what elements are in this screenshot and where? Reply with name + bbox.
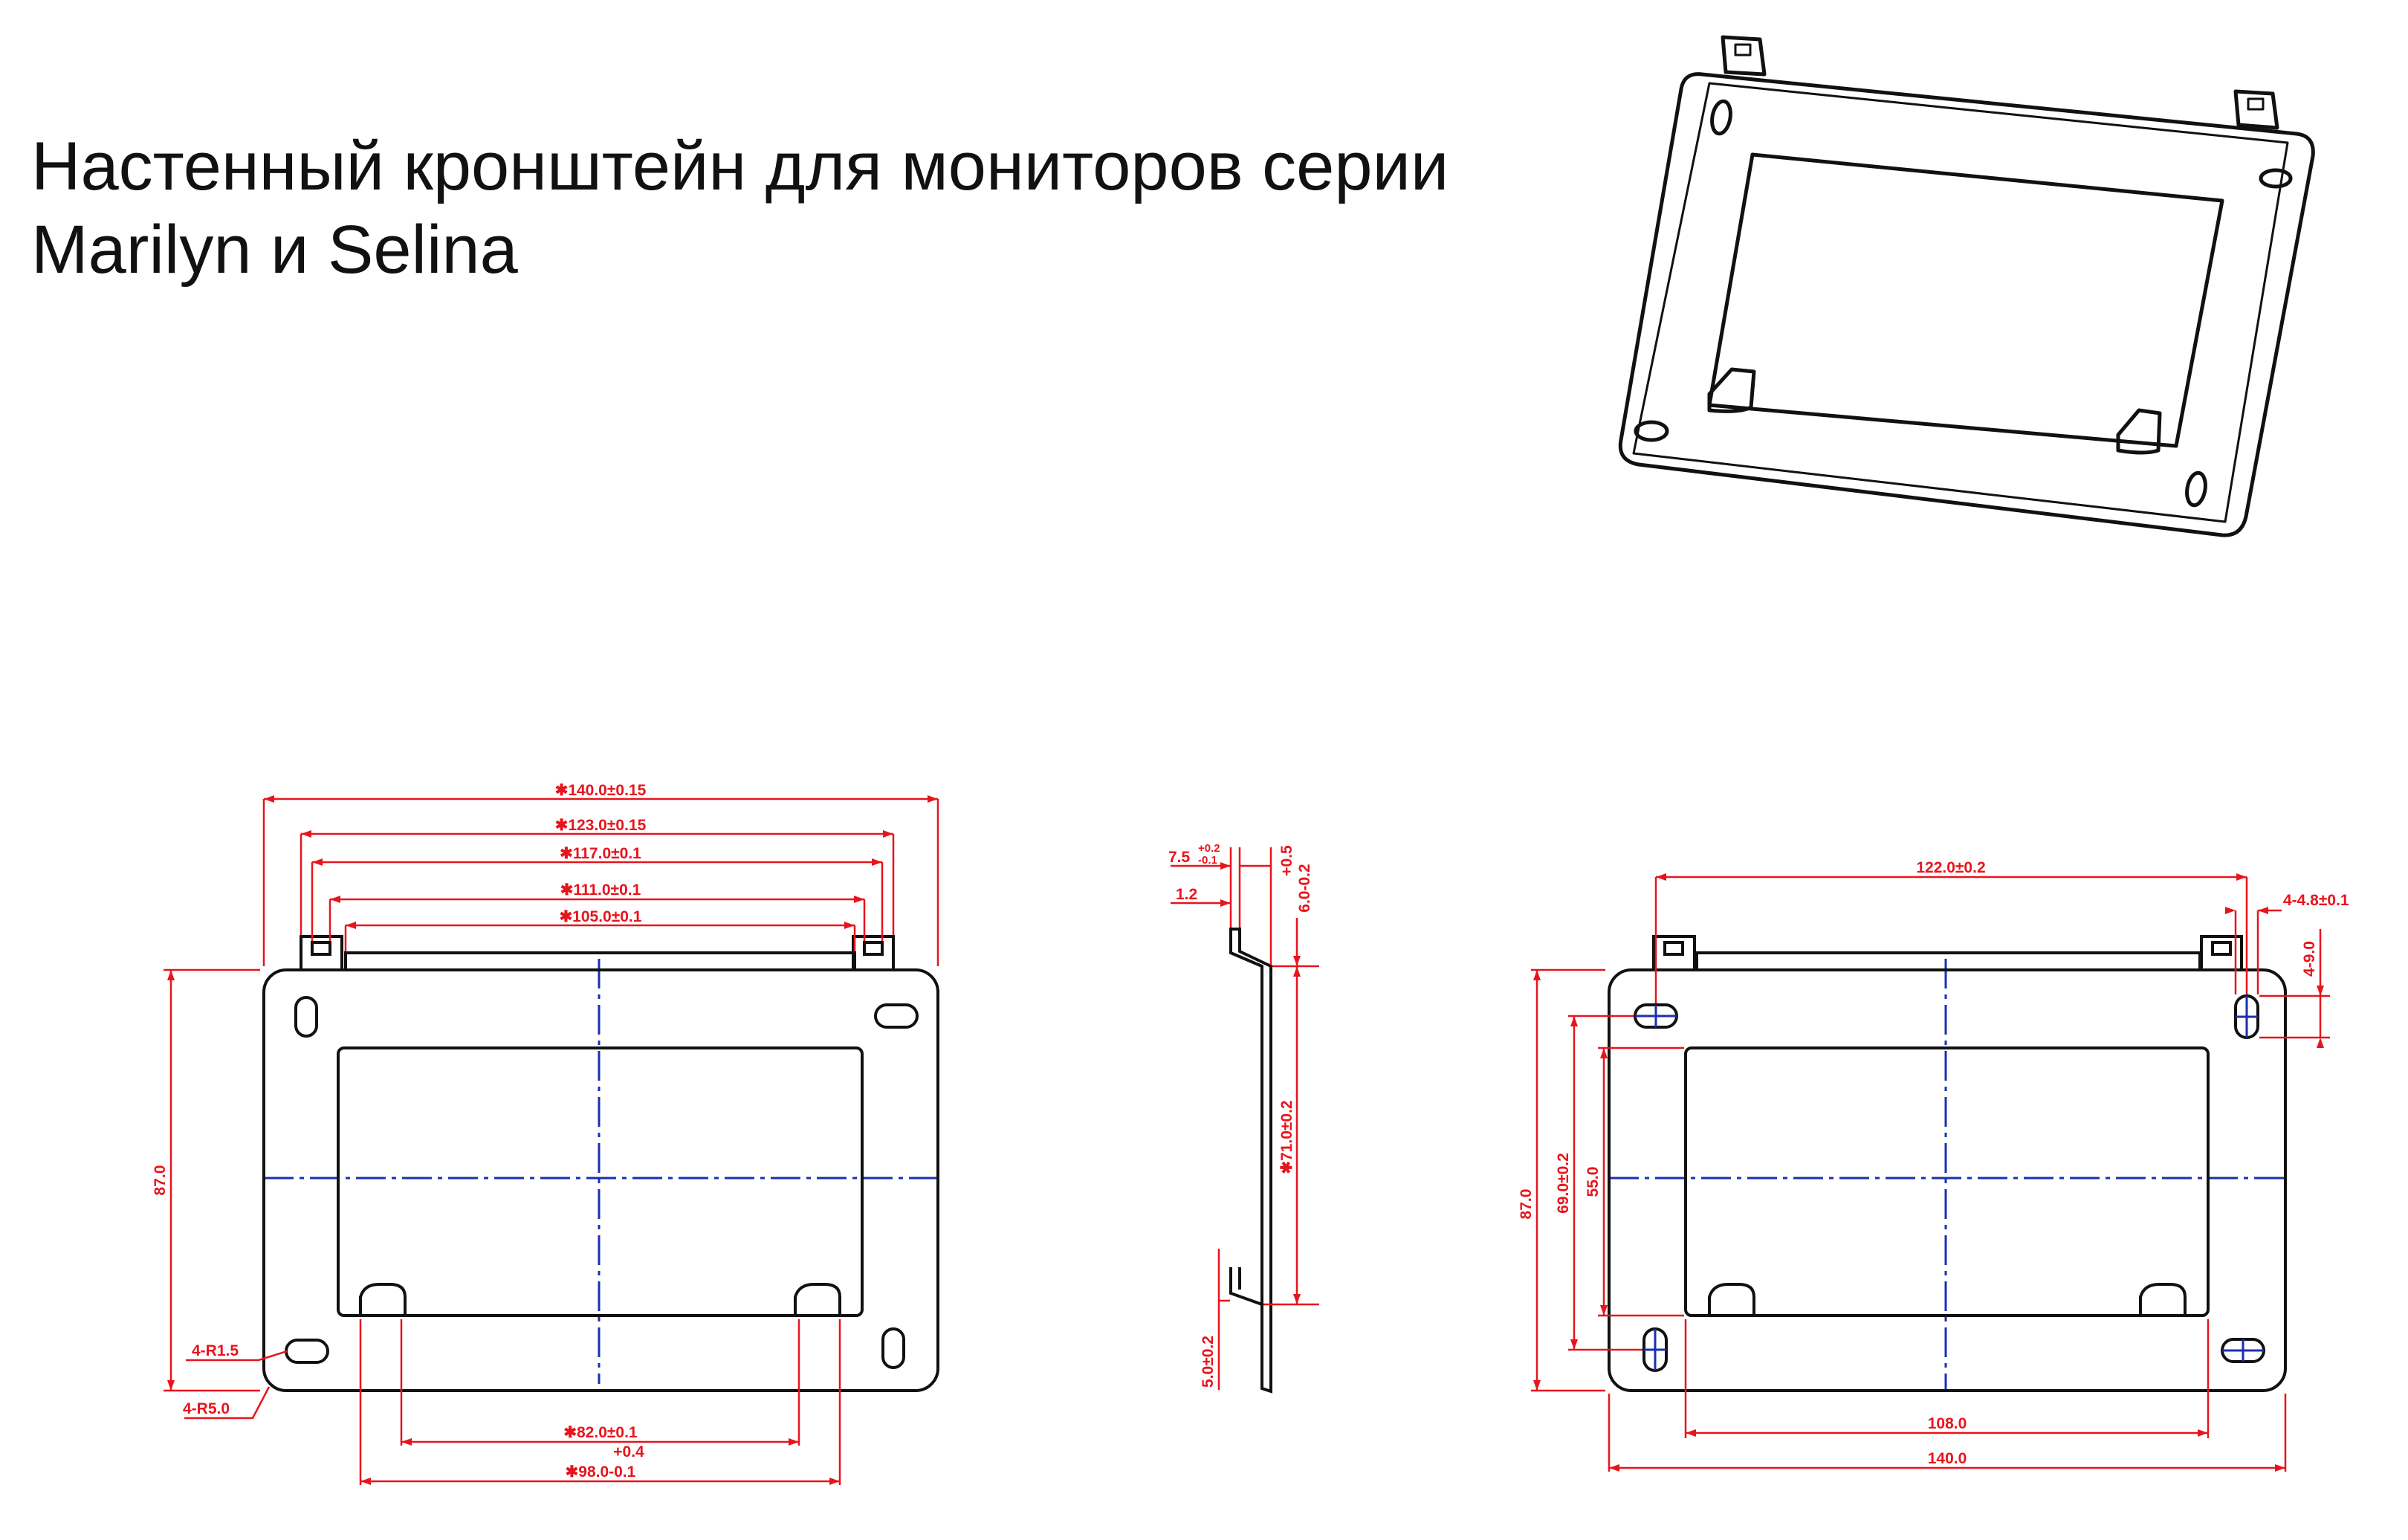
dim-front-width-98: ✱98.0-0.1 <box>566 1463 636 1481</box>
back-top-clips <box>1652 935 2243 970</box>
dim-back-height-55: 55.0 <box>1585 1167 1602 1197</box>
dim-side-6-0: 6.0-0.2 <box>1296 864 1313 912</box>
dim-back-height-87: 87.0 <box>1518 1189 1535 1220</box>
isometric-view <box>1618 35 2315 537</box>
side-dimension-text: 7.5 +0.2 -0.1 1.2 6.0-0.2 +0.5 ✱71.0±0.2… <box>1168 842 1313 1388</box>
dim-side-7-5-tol-bottom: -0.1 <box>1198 854 1217 867</box>
back-dimension-text: 122.0±0.2 4-4.8±0.1 4-9.0 87.0 69.0±0.2 … <box>1518 859 2349 1467</box>
front-bottom-clips <box>359 1283 841 1316</box>
side-profile <box>1229 928 1272 1394</box>
back-view: 122.0±0.2 4-4.8±0.1 4-9.0 87.0 69.0±0.2 … <box>1518 859 2349 1472</box>
dim-front-radius-1-5: 4-R1.5 <box>192 1342 239 1359</box>
dim-front-width-111: ✱111.0±0.1 <box>560 881 641 899</box>
dim-front-radius-5: 4-R5.0 <box>183 1400 230 1417</box>
dim-back-width-122: 122.0±0.2 <box>1916 859 1985 876</box>
title-line-1: Настенный кронштейн для мониторов серии <box>31 129 1449 204</box>
front-top-clips <box>300 935 895 970</box>
side-arrowheads <box>1220 862 1301 1304</box>
front-view: ✱140.0±0.15 ✱123.0±0.15 ✱117.0±0.1 ✱111.… <box>152 782 939 1485</box>
front-centerlines <box>264 959 938 1384</box>
front-dimension-text: ✱140.0±0.15 ✱123.0±0.15 ✱117.0±0.1 ✱111.… <box>152 782 647 1481</box>
dim-back-slot-9: 4-9.0 <box>2301 941 2318 977</box>
iso-mount-holes <box>1634 99 2293 508</box>
front-window <box>337 1046 864 1317</box>
dim-side-6-0-tol: +0.5 <box>1278 845 1295 876</box>
dim-front-width-117: ✱117.0±0.1 <box>560 845 641 862</box>
back-hole-crosshairs <box>1635 996 2264 1371</box>
page-title: Настенный кронштейн для мониторов серии … <box>31 125 1449 291</box>
dim-front-height-87: 87.0 <box>152 1165 169 1196</box>
front-dimension-lines <box>164 798 939 1485</box>
dim-front-tol-plus: +0.4 <box>613 1443 644 1460</box>
dim-side-7-5: 7.5 <box>1168 849 1191 866</box>
iso-window <box>1707 152 2224 448</box>
back-outline <box>1608 935 2287 1392</box>
iso-bottom-clips <box>1707 367 2162 455</box>
dim-front-width-140: ✱140.0±0.15 <box>555 782 647 799</box>
dim-side-1-2: 1.2 <box>1176 886 1197 903</box>
iso-top-clips <box>1721 35 2279 130</box>
front-plate <box>262 968 939 1392</box>
dim-back-width-140: 140.0 <box>1928 1450 1967 1467</box>
dim-side-71: ✱71.0±0.2 <box>1278 1100 1295 1174</box>
back-bottom-clips <box>1708 1283 2187 1316</box>
back-centerlines <box>1609 959 2285 1390</box>
back-top-flange <box>1695 951 2201 970</box>
dim-back-slot-4-8: 4-4.8±0.1 <box>2283 892 2349 909</box>
back-arrowheads <box>1533 873 2324 1472</box>
dim-front-width-123: ✱123.0±0.15 <box>555 817 647 834</box>
iso-plate-outline <box>1618 72 2315 537</box>
side-view: 7.5 +0.2 -0.1 1.2 6.0-0.2 +0.5 ✱71.0±0.2… <box>1168 842 1319 1394</box>
front-mount-holes <box>285 996 919 1369</box>
iso-plate-inner-edge <box>1632 82 2289 523</box>
side-dimension-lines <box>1171 847 1319 1390</box>
back-window <box>1684 1046 2210 1317</box>
dim-back-width-108: 108.0 <box>1928 1415 1967 1432</box>
dim-front-width-82: ✱82.0±0.1 <box>563 1424 638 1441</box>
back-plate <box>1608 968 2287 1392</box>
back-dimension-lines <box>1531 876 2330 1472</box>
title-line-2: Marilyn и Selina <box>31 212 518 288</box>
dim-side-7-5-tol-top: +0.2 <box>1198 842 1220 855</box>
front-arrowheads <box>167 795 938 1485</box>
dim-front-width-105: ✱105.0±0.1 <box>560 908 642 925</box>
dim-side-5-0: 5.0±0.2 <box>1200 1336 1217 1388</box>
front-outline <box>262 935 939 1392</box>
dim-back-height-69: 69.0±0.2 <box>1555 1153 1572 1214</box>
